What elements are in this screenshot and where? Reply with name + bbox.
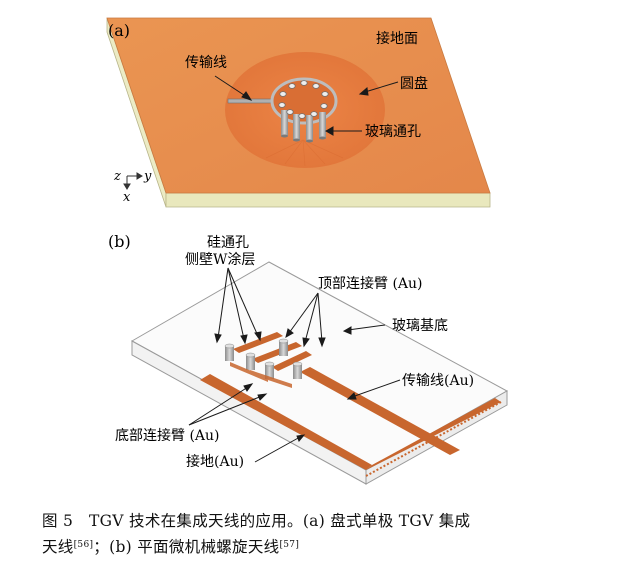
- top-arms: [233, 332, 312, 371]
- figure-caption: 图 5 TGV 技术在集成天线的应用。(a) 盘式单极 TGV 集成 天线[56…: [42, 508, 602, 560]
- label-bottom-arm: 底部连接臂 (Au): [115, 427, 220, 444]
- label-transmission-line-b: 传输线(Au): [402, 373, 474, 389]
- transmission-line-b: [300, 367, 460, 455]
- ground-trace-right: [366, 398, 501, 470]
- bottom-arms: [230, 362, 292, 388]
- panel-a: (a) 接地面 传输线 圆盘 玻璃通孔 z y x: [106, 17, 491, 208]
- label-disk: 圆盘: [400, 75, 428, 92]
- caption-line-2-mid: ；(b) 平面微机械螺旋天线: [93, 538, 280, 556]
- disk-radial-lines: [265, 139, 344, 167]
- panel-b-label: (b): [108, 232, 131, 251]
- glass-via-pillars: [281, 110, 326, 143]
- label-top-arm: 顶部连接臂 (Au): [318, 275, 423, 292]
- caption-ref-57: [57]: [279, 540, 300, 550]
- axis-x-label: x: [123, 190, 131, 205]
- panel-b: (b) 硅通孔 侧壁W涂层 顶部连接臂 (Au) 玻璃基底 传输线(Au) 底部…: [108, 232, 509, 485]
- label-glass-via: 玻璃通孔: [365, 123, 421, 140]
- axis-z-label: z: [113, 169, 121, 184]
- caption-line-2: 天线[56]；(b) 平面微机械螺旋天线[57]: [42, 534, 602, 560]
- label-glass-substrate: 玻璃基底: [392, 317, 448, 334]
- panel-b-arrows: [188, 267, 401, 463]
- label-ground-plane: 接地面: [376, 30, 418, 47]
- caption-ref-56: [56]: [73, 540, 94, 550]
- label-ground-b: 接地(Au): [186, 453, 244, 470]
- axis-triad: [123, 172, 143, 190]
- label-si-via-coating: 侧壁W涂层: [185, 252, 255, 268]
- panel-a-label: (a): [108, 21, 130, 40]
- panel-a-arrows: [214, 75, 399, 136]
- label-si-via: 硅通孔: [207, 235, 249, 251]
- plate-side-front: [165, 192, 491, 208]
- via-holes: [278, 80, 329, 119]
- si-via-pillars: [224, 338, 303, 379]
- axis-y-label: y: [143, 169, 152, 184]
- caption-line-1: 图 5 TGV 技术在集成天线的应用。(a) 盘式单极 TGV 集成: [42, 512, 471, 530]
- caption-line-2-text: 天线: [42, 538, 74, 556]
- label-transmission-line-a: 传输线: [185, 55, 227, 71]
- ground-trace: [200, 374, 372, 470]
